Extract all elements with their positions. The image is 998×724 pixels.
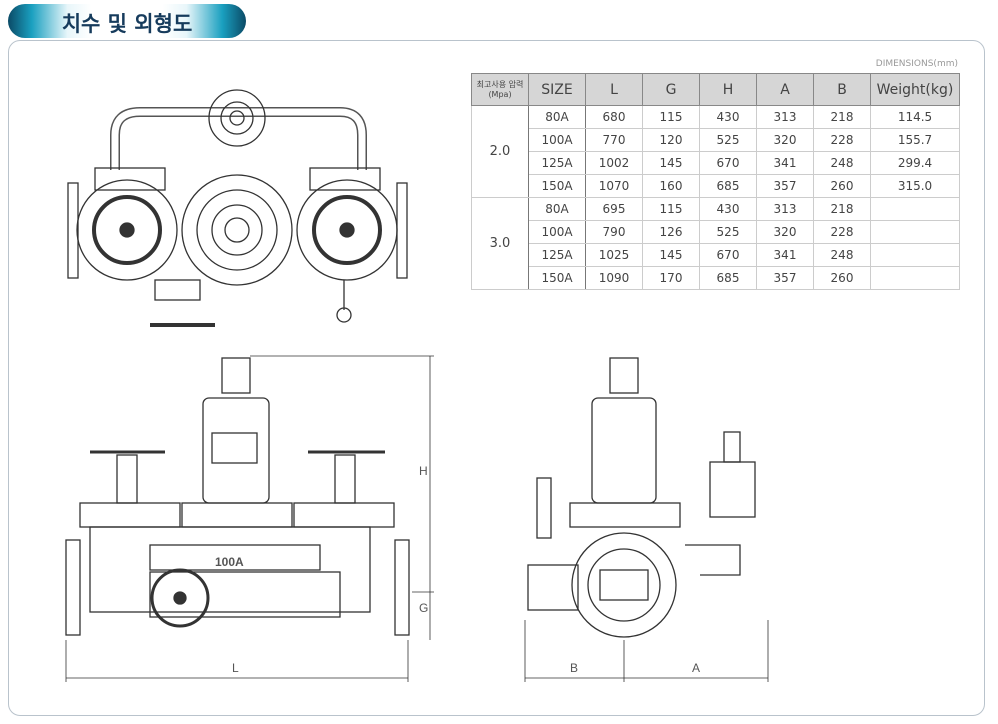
value-cell: 680	[585, 105, 643, 129]
value-cell: 145	[642, 243, 700, 267]
size-cell: 80A	[528, 105, 586, 129]
dim-h-label: H	[419, 464, 428, 478]
value-cell: 114.5	[870, 105, 960, 129]
value-cell: 770	[585, 128, 643, 152]
value-cell: 115	[642, 197, 700, 221]
table-header-row: 최고사용 압력(Mpa) SIZE L G H A B Weight(kg)	[471, 73, 960, 106]
pressure-cell: 2.0	[471, 105, 529, 198]
header-a: A	[756, 73, 814, 106]
body-size-label: 100A	[215, 555, 244, 569]
value-cell: 260	[813, 174, 871, 198]
size-cell: 125A	[528, 243, 586, 267]
size-cell: 125A	[528, 151, 586, 175]
value-cell: 341	[756, 151, 814, 175]
size-cell: 100A	[528, 128, 586, 152]
value-cell: 790	[585, 220, 643, 244]
value-cell	[870, 266, 960, 290]
dim-a-label: A	[692, 661, 700, 675]
header-l: L	[585, 73, 643, 106]
content-panel	[8, 40, 985, 716]
value-cell: 313	[756, 197, 814, 221]
value-cell: 1025	[585, 243, 643, 267]
dim-b-label: B	[570, 661, 578, 675]
value-cell: 1070	[585, 174, 643, 198]
size-cell: 150A	[528, 174, 586, 198]
front-view-drawing: 100A L H G	[65, 355, 434, 682]
dim-g-label: G	[419, 601, 428, 615]
dim-l-label: L	[232, 661, 239, 675]
value-cell: 1090	[585, 266, 643, 290]
value-cell: 1002	[585, 151, 643, 175]
header-size: SIZE	[528, 73, 586, 106]
header-g: G	[642, 73, 700, 106]
value-cell: 228	[813, 128, 871, 152]
value-cell: 248	[813, 243, 871, 267]
value-cell: 299.4	[870, 151, 960, 175]
size-cell: 150A	[528, 266, 586, 290]
size-cell: 100A	[528, 220, 586, 244]
value-cell: 228	[813, 220, 871, 244]
section-title-banner: 치수 및 외형도	[8, 4, 246, 38]
section-title: 치수 및 외형도	[61, 12, 193, 36]
value-cell: 525	[699, 128, 757, 152]
value-cell: 357	[756, 174, 814, 198]
value-cell: 248	[813, 151, 871, 175]
side-view-drawing: B A	[524, 357, 769, 682]
top-view-drawing	[67, 89, 408, 327]
value-cell: 218	[813, 105, 871, 129]
value-cell: 685	[699, 174, 757, 198]
dimensions-table: 최고사용 압력(Mpa) SIZE L G H A B Weight(kg) 2…	[471, 73, 960, 290]
value-cell	[870, 243, 960, 267]
dimensions-note: DIMENSIONS(mm)	[875, 59, 958, 69]
value-cell: 126	[642, 220, 700, 244]
